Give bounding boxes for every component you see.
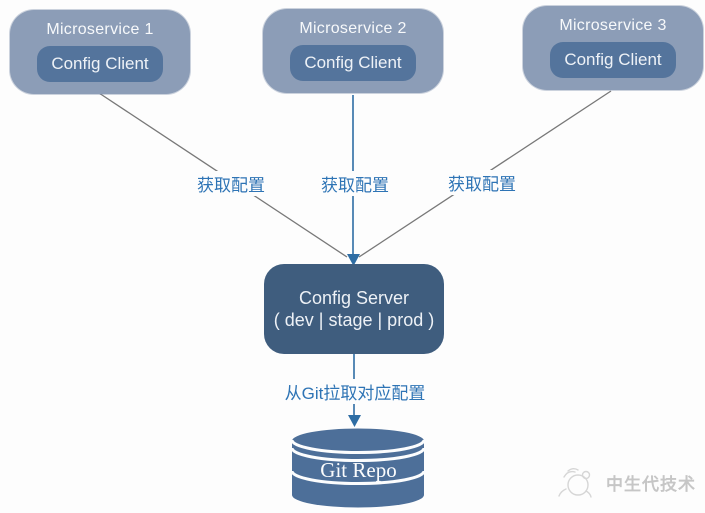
watermark: 中生代技术	[556, 461, 696, 503]
microservice-1-title: Microservice 1	[46, 21, 154, 38]
fetch-config-label-2: 获取配置	[314, 171, 396, 196]
microservice-2-title: Microservice 2	[299, 20, 407, 37]
config-server-environments: ( dev | stage | prod )	[273, 310, 435, 330]
fetch-config-label-1: 获取配置	[190, 171, 272, 196]
microservice-3-box: Microservice 3 Config Client	[523, 6, 703, 90]
watermark-logo-icon	[558, 468, 592, 498]
microservice-2-box: Microservice 2 Config Client	[263, 9, 443, 93]
arrowhead-into-repo	[348, 415, 361, 427]
git-pull-label: 从Git拉取对应配置	[272, 379, 438, 404]
fetch-config-label-3: 获取配置	[441, 170, 523, 195]
watermark-text: 中生代技术	[606, 474, 696, 494]
git-repo-title: Git Repo	[320, 458, 397, 482]
microservice-3-title: Microservice 3	[559, 17, 667, 34]
microservice-2-config-client: Config Client	[290, 45, 416, 81]
microservice-1-config-client: Config Client	[37, 46, 163, 82]
microservice-3-config-client: Config Client	[550, 42, 676, 78]
config-server-box: Config Server ( dev | stage | prod )	[264, 264, 444, 354]
config-server-title: Config Server	[298, 287, 410, 308]
cylinder-stripe-1	[290, 439, 426, 454]
microservice-1-box: Microservice 1 Config Client	[10, 10, 190, 94]
